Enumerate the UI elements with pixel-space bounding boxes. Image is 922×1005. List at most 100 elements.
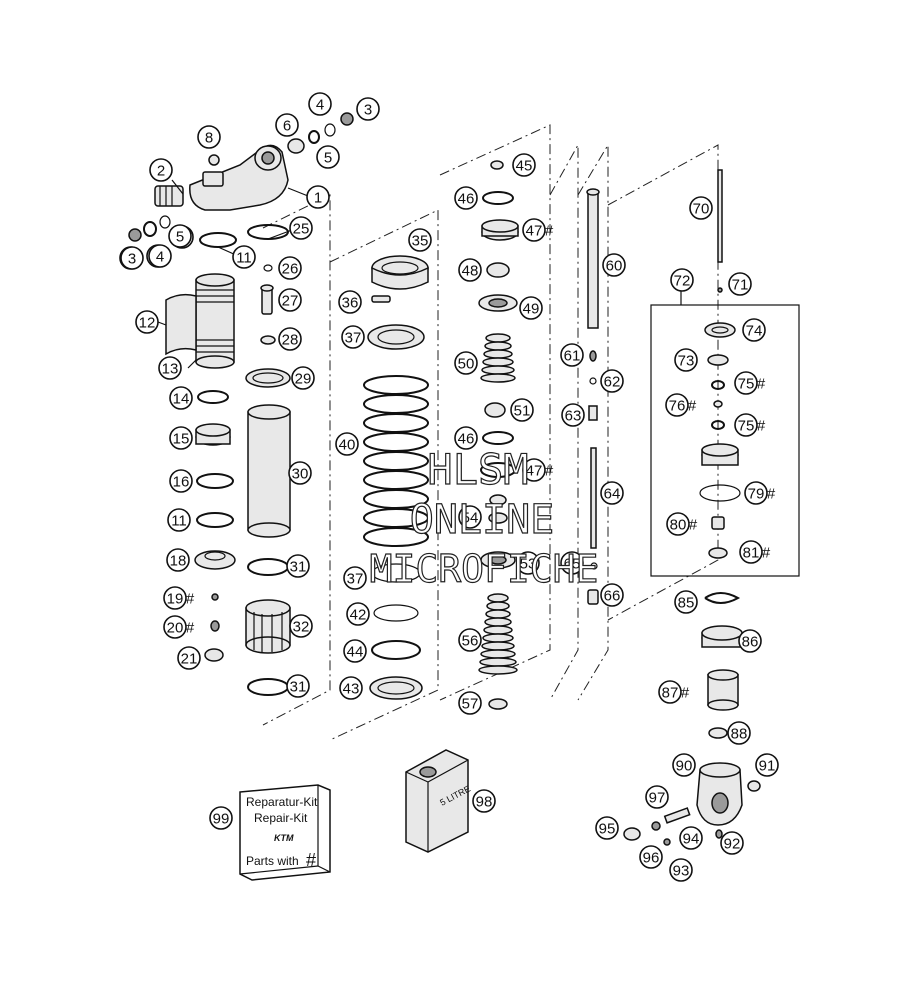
callout-number: 70 (693, 201, 710, 218)
callout-number: 53 (520, 556, 537, 573)
callout-number: 75 (738, 418, 755, 435)
callout-number: 71 (732, 277, 749, 294)
callout-53: 53 (516, 551, 540, 575)
callout-87: 87# (658, 680, 690, 704)
callout-circle (561, 403, 585, 427)
repair-kit-box: Reparatur-Kit Repair-Kit KTM Parts with … (239, 784, 331, 881)
callout-hash-mark: # (757, 376, 766, 393)
callout-circle (510, 398, 534, 422)
callout-73: 73 (674, 348, 698, 372)
spring-column-parts (363, 255, 429, 700)
callout-number: 32 (293, 619, 310, 636)
callout-12: 12 (135, 310, 159, 334)
callout-circle (177, 646, 201, 670)
callout-circle (755, 753, 779, 777)
callout-number: 81 (743, 545, 760, 562)
callout-number: 37 (347, 571, 364, 588)
callout-95: 95 (595, 816, 619, 840)
callout-63: 63 (561, 403, 585, 427)
callout-number: 56 (462, 633, 479, 650)
watermark-line3: MICROFICHE (370, 547, 599, 591)
callout-circle (734, 371, 758, 395)
callout-number: 72 (674, 273, 691, 290)
callout-5: 5 (316, 145, 340, 169)
watermark: HLSM ONLINE MICROFICHE (369, 444, 599, 591)
callout-circle (278, 288, 302, 312)
callout-number: 47 (526, 223, 543, 240)
callout-circle (308, 92, 332, 116)
callout-93: 93 (669, 858, 693, 882)
callout-number: 98 (476, 794, 493, 811)
callout-number: 73 (678, 353, 695, 370)
callout-74: 74 (742, 318, 766, 342)
callout-94: 94 (679, 826, 703, 850)
callout-circle (454, 426, 478, 450)
callout-circle (672, 753, 696, 777)
watermark-line1: HLSM (427, 445, 528, 494)
callout-91: 91 (755, 753, 779, 777)
callout-number: 31 (290, 559, 307, 576)
callout-number: 54 (462, 510, 479, 527)
callout-number: 29 (295, 371, 312, 388)
callout-number: 91 (759, 758, 776, 775)
callout-number: 99 (213, 811, 230, 828)
callout-85: 85 (674, 590, 698, 614)
callout-circle (734, 413, 758, 437)
callout-13: 13 (158, 356, 182, 380)
callout-60: 60 (602, 253, 626, 277)
callout-circle (595, 816, 619, 840)
callout-5: 5 (168, 224, 192, 248)
callout-number: 92 (724, 836, 741, 853)
callout-circle (341, 325, 365, 349)
callout-circle (720, 831, 744, 855)
callout-61: 61 (560, 343, 584, 367)
callout-circle (168, 224, 192, 248)
callout-circle (286, 674, 310, 698)
callout-circle (278, 256, 302, 280)
callout-11: 11 (167, 508, 191, 532)
callout-number: 4 (316, 97, 324, 114)
callout-circle (600, 369, 624, 393)
callout-circle (454, 351, 478, 375)
callout-circle (458, 628, 482, 652)
callout-circle (209, 806, 233, 830)
callout-circle (665, 393, 689, 417)
callout-3: 3 (120, 246, 144, 270)
callout-circle (458, 258, 482, 282)
callout-62: 62 (600, 369, 624, 393)
piston-rod-parts (586, 188, 600, 605)
callout-number: 64 (604, 486, 621, 503)
callout-number: 8 (205, 130, 213, 147)
callout-64: 64 (600, 481, 624, 505)
callout-hash-mark: # (757, 418, 766, 435)
callout-number: 62 (604, 374, 621, 391)
callout-27: 27 (278, 288, 302, 312)
callout-50: 50 (454, 351, 478, 375)
callout-circle (275, 113, 299, 137)
callout-hash-mark: # (689, 517, 698, 534)
callout-number: 95 (599, 821, 616, 838)
shim-stack-upper (480, 333, 516, 383)
callout-circle (602, 253, 626, 277)
callout-number: 42 (350, 607, 367, 624)
callout-number: 12 (139, 315, 156, 332)
callout-number: 65 (564, 556, 581, 573)
callout-6: 6 (275, 113, 299, 137)
callout-31: 31 (286, 674, 310, 698)
callout-circle (166, 548, 190, 572)
damper-cylinder (195, 279, 235, 363)
callout-number: 61 (564, 348, 581, 365)
ktm-logo: KTM (274, 833, 294, 843)
callout-circle (519, 296, 543, 320)
callout-number: 47 (526, 463, 543, 480)
repair-kit-line1: Reparatur-Kit (246, 795, 318, 809)
callout-circle (658, 680, 682, 704)
callout-number: 3 (364, 102, 372, 119)
callout-number: 49 (523, 301, 540, 318)
callout-circle (343, 566, 367, 590)
callout-circle (232, 245, 256, 269)
callout-circle (356, 97, 380, 121)
callout-number: 51 (514, 403, 531, 420)
callout-number: 20 (167, 620, 184, 637)
valve-cap (154, 185, 184, 207)
